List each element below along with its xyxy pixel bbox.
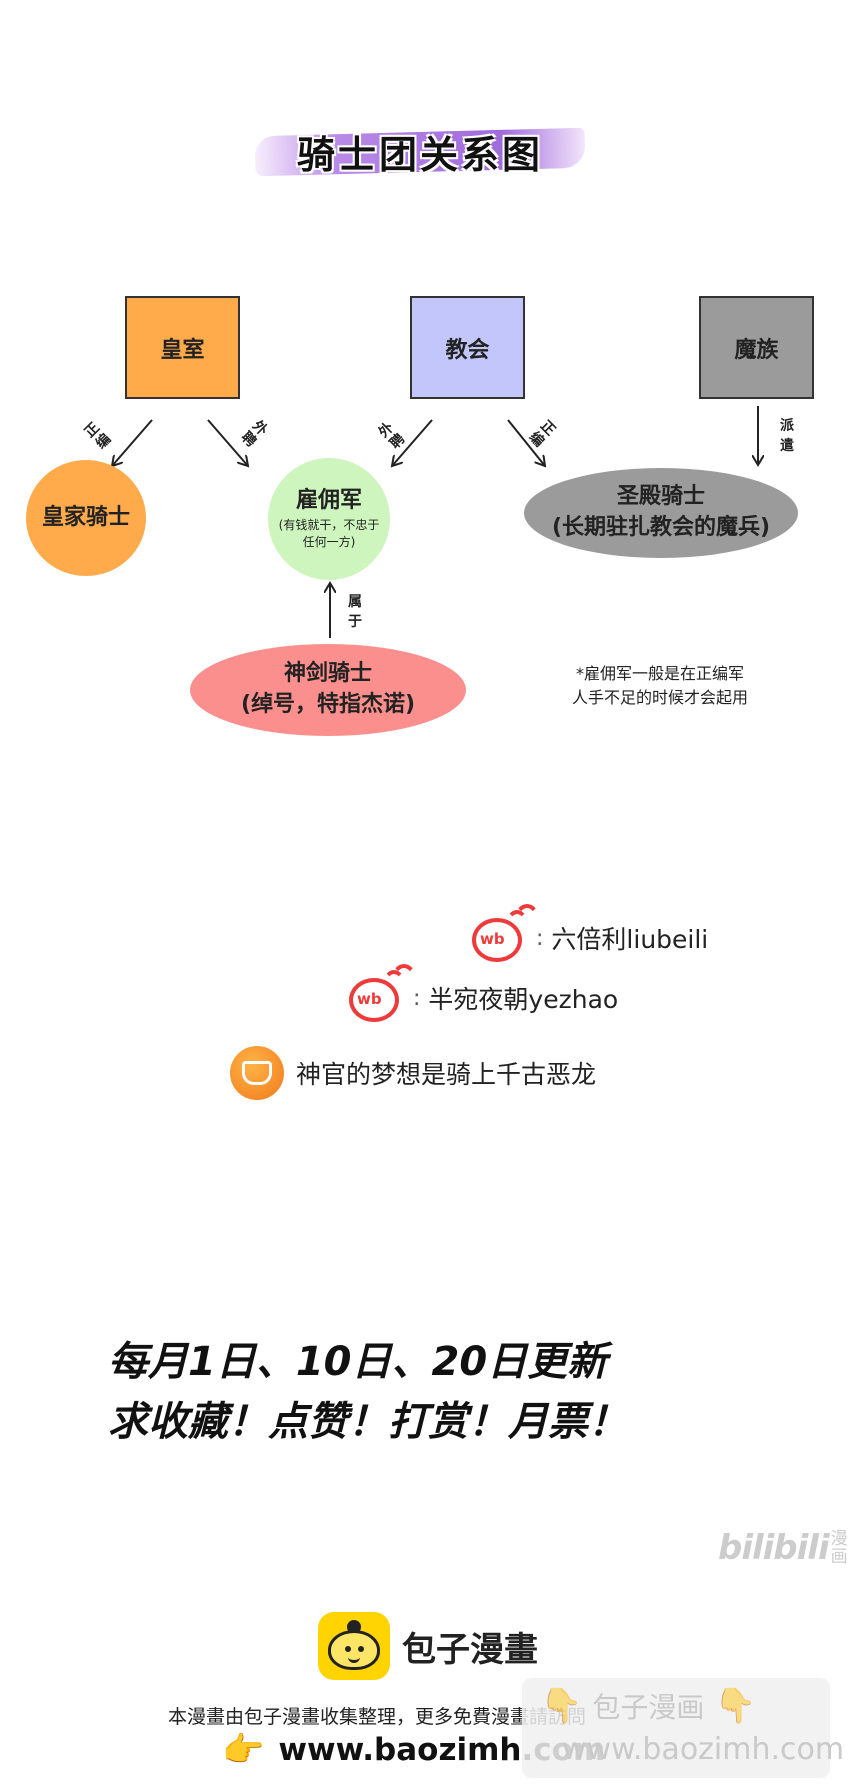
baozi-logo-icon bbox=[318, 1612, 390, 1680]
pointing-down-icon: 👇 bbox=[714, 1686, 757, 1726]
credit-name-2: 半宛夜朝yezhao bbox=[428, 985, 619, 1014]
credit-row-3: 神官的梦想是骑上千古恶龙 bbox=[230, 1046, 596, 1100]
credit-row-1: wb : 六倍利liubeili bbox=[470, 904, 709, 966]
credit-name-1: 六倍利liubeili bbox=[551, 925, 709, 954]
church-box: 教会 bbox=[410, 296, 525, 399]
demon-box: 魔族 bbox=[699, 296, 814, 399]
arrow-church-to-mercenary bbox=[392, 419, 433, 466]
update-schedule: 每月1日、10日、20日更新 求收藏！点赞！打赏！月票！ bbox=[108, 1339, 628, 1445]
watermark-url: www.baozimh.com bbox=[562, 1732, 845, 1767]
baozi-name: 包子漫畫 bbox=[402, 1629, 538, 1670]
divine-sword-knight-node: 神剑骑士 (绰号，特指杰诺) bbox=[190, 644, 466, 736]
edge-label-divine-to-merc: 属 于 bbox=[348, 594, 362, 630]
page-title: 骑士团关系图 bbox=[296, 133, 543, 177]
weibo-icon: wb bbox=[470, 904, 540, 966]
baozi-watermark-overlay: 👇 包子漫画 👇 www.baozimh.com bbox=[522, 1678, 844, 1778]
royal-knight-node: 皇家骑士 bbox=[26, 460, 146, 576]
arrow-royal-to-royal-knight bbox=[112, 419, 153, 466]
credit-name-3: 神官的梦想是骑上千古恶龙 bbox=[296, 1060, 597, 1089]
baozi-description: 本漫畫由包子漫畫收集整理，更多免費漫畫請訪問 bbox=[168, 1706, 587, 1728]
bilibili-side-label: 漫画 bbox=[830, 1529, 848, 1567]
bilibili-watermark: bilibili 漫画 bbox=[718, 1528, 849, 1568]
credit-row-2: wb : 半宛夜朝yezhao bbox=[347, 964, 619, 1026]
watermark-brand: 包子漫画 bbox=[592, 1691, 705, 1724]
bilibili-logo: bilibili bbox=[718, 1528, 830, 1568]
temple-knight-node: 圣殿骑士 (长期驻扎教会的魔兵) bbox=[524, 468, 798, 558]
pointing-hand-icon: 👉 bbox=[222, 1730, 265, 1770]
pointing-down-icon: 👇 bbox=[540, 1686, 583, 1726]
title-banner: 骑士团关系图 bbox=[254, 118, 586, 182]
mercenary-footnote: *雇佣军一般是在正编军 人手不足的时候才会起用 bbox=[571, 664, 748, 707]
baozi-brand[interactable]: 包子漫畫 bbox=[318, 1612, 538, 1680]
diamond-badge-icon bbox=[230, 1046, 284, 1100]
arrow-church-to-temple-knight bbox=[507, 419, 545, 466]
royal-box: 皇室 bbox=[125, 296, 240, 399]
arrow-royal-to-mercenary bbox=[207, 419, 248, 466]
edge-label-demon-to-temple: 派 遣 bbox=[780, 418, 794, 454]
weibo-icon: wb bbox=[347, 964, 417, 1026]
mercenary-node: 雇佣军 (有钱就干，不忠于 任何一方) bbox=[268, 458, 390, 580]
relationship-arrows bbox=[0, 406, 850, 638]
